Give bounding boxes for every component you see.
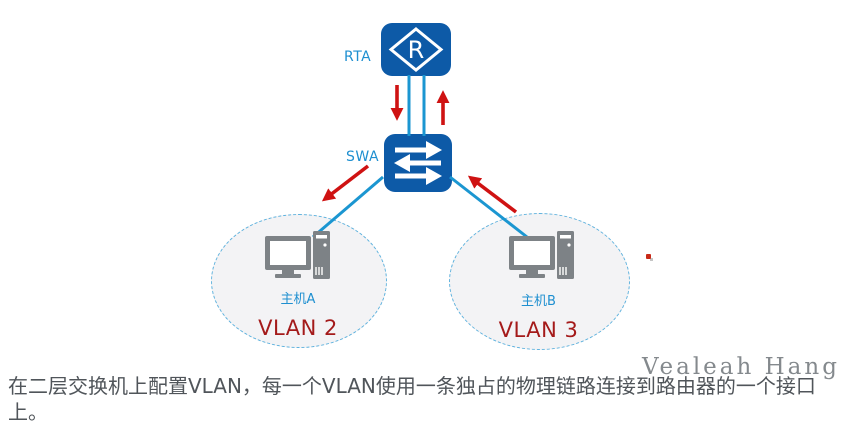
red-arrow-to-hostA xyxy=(321,164,370,202)
router-icon: R xyxy=(388,27,444,72)
host-b-label: 主机B xyxy=(521,294,556,309)
computer-icon-host-b xyxy=(509,231,575,287)
caption-text: 在二层交换机上配置VLAN，每一个VLAN使用一条独占的物理链路连接到路由器的一… xyxy=(8,374,816,424)
vlan3-label: VLAN 3 xyxy=(498,318,579,342)
router-icon-letter: R xyxy=(408,36,425,64)
vlan2-label: VLAN 2 xyxy=(258,316,338,340)
switch-node-swa xyxy=(384,134,452,192)
red-arrow-from-hostB xyxy=(467,175,518,214)
stray-red-dot xyxy=(646,254,651,259)
router-label: RTA xyxy=(344,49,372,65)
watermark-text: Vealeah Hang xyxy=(642,354,840,380)
switch-label: SWA xyxy=(346,149,380,165)
router-node-rta: R xyxy=(381,23,451,76)
computer-icon-host-a xyxy=(265,231,331,287)
host-a-label: 主机A xyxy=(280,292,316,307)
switch-icon xyxy=(394,141,442,185)
